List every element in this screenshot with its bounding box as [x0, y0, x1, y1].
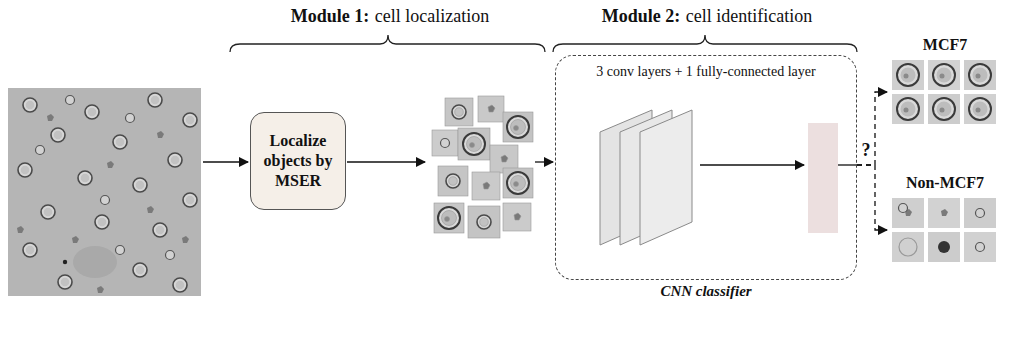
question-mark-line: ? — [861, 140, 872, 161]
non-mcf7-crops — [892, 198, 996, 262]
arrow — [535, 161, 553, 162]
layer-description: 3 conv layers + 1 fully-connected layer — [556, 64, 856, 80]
module-title-line: Module 2:cell identification — [602, 6, 812, 27]
class-group: Non-MCF7 — [888, 174, 1002, 272]
arrow — [838, 164, 857, 165]
arrow — [203, 161, 248, 162]
process-box: Localize objects by MSER — [250, 112, 346, 210]
class-name: MCF7 — [888, 36, 1002, 54]
dashed-arrow — [857, 165, 887, 230]
module-title: cell localization — [375, 6, 489, 26]
conv-layers — [600, 110, 692, 245]
module-title-line: Module 1:cell localization — [291, 6, 489, 27]
brace — [230, 35, 545, 52]
cell-crops — [432, 96, 533, 238]
class-name: Non-MCF7 — [888, 174, 1002, 192]
classifier-name: CNN classifier — [556, 283, 856, 300]
microscope-image — [8, 88, 201, 296]
module-title: cell identification — [686, 6, 812, 26]
class-group: MCF7 — [888, 36, 1002, 132]
brace — [553, 35, 857, 52]
question-mark: ? — [861, 140, 872, 160]
mcf7-crops — [892, 60, 996, 124]
module-title: Module 1: — [291, 6, 370, 26]
arrow — [700, 164, 804, 165]
arrow — [347, 161, 425, 162]
process-label: Localize objects by MSER — [257, 131, 339, 191]
module-title: Module 2: — [602, 6, 681, 26]
dashed-arrow — [857, 92, 887, 165]
classifier-box: 3 conv layers + 1 fully-connected layerC… — [555, 55, 857, 280]
fc-layer — [808, 123, 838, 233]
